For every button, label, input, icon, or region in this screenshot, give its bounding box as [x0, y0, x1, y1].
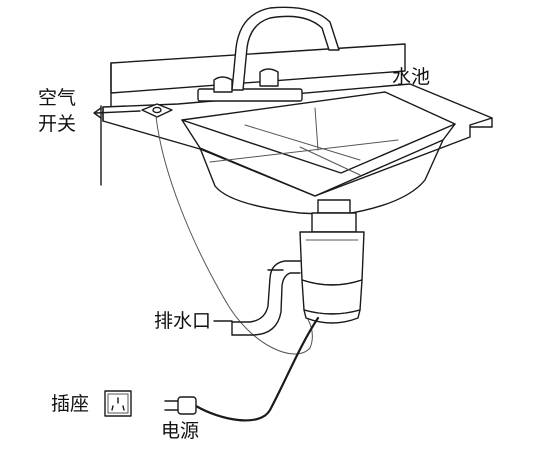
drain-outlet-label: 排水口: [154, 310, 211, 332]
socket-outlet: [104, 390, 132, 417]
power-plug: [164, 396, 197, 415]
drain-pipe: [231, 260, 301, 336]
wall: [100, 43, 406, 186]
sink-label: 水池: [392, 66, 430, 88]
power-cable: [194, 316, 320, 422]
power-label: 电源: [161, 420, 199, 442]
air-switch-label-line2: 开关: [38, 113, 76, 135]
air-switch-label-line1: 空气: [38, 87, 76, 109]
air-switch-arrow: [93, 107, 141, 119]
socket-label: 插座: [51, 393, 89, 415]
air-tube: [155, 115, 313, 355]
faucet: [197, 6, 340, 102]
garbage-disposer: [299, 199, 365, 324]
air-switch-button: [141, 103, 173, 118]
